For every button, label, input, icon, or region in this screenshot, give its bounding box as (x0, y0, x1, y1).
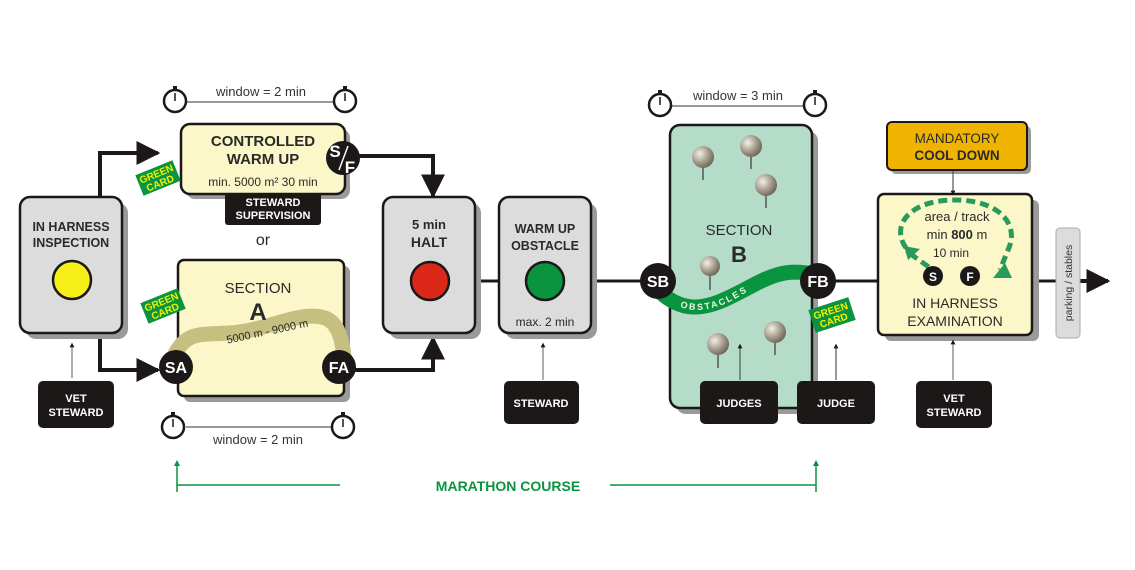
halt-duration: 5 min (412, 217, 446, 232)
svg-text:parking / stables: parking / stables (1063, 245, 1075, 321)
examination-title-line2: EXAMINATION (907, 313, 1002, 329)
marathon-course-bracket: MARATHON COURSE (174, 460, 819, 494)
section-b-window-timer: window = 3 min (647, 88, 828, 118)
svg-text:JUDGE: JUDGE (817, 398, 855, 410)
judges-badge: JUDGES (700, 343, 778, 424)
svg-text:VET: VET (943, 393, 965, 405)
inspection-box: IN HARNESS INSPECTION (18, 195, 128, 339)
cool-down-box: MANDATORY COOL DOWN (886, 121, 1031, 196)
section-a-track (164, 308, 353, 373)
halt-box: 5 min HALT (381, 195, 481, 339)
svg-text:window = 2 min: window = 2 min (212, 432, 303, 447)
warmup-obstacle-title-line1: WARM UP (515, 222, 575, 236)
inspection-vet-steward-badge: VET STEWARD (38, 342, 114, 428)
examination-area: area / track (924, 209, 990, 224)
section-a-finish-node: FA (322, 350, 356, 384)
start-finish-node: S F (326, 141, 360, 177)
section-a-box: SECTION A 5000 m - 9000 m (164, 258, 353, 402)
examination-finish-node: F (960, 266, 980, 286)
section-b-start-node: SB (640, 263, 676, 299)
svg-text:SA: SA (165, 360, 188, 377)
pin-icon (700, 256, 720, 290)
svg-text:STEWARD: STEWARD (49, 407, 104, 419)
controlled-warmup-box: CONTROLLED WARM UP min. 5000 m² 30 min (179, 122, 350, 199)
cool-down-line1: MANDATORY (915, 131, 1000, 146)
svg-text:STEWARD: STEWARD (927, 407, 982, 419)
svg-text:FA: FA (329, 360, 350, 377)
svg-text:window = 2 min: window = 2 min (215, 84, 306, 99)
stopwatch-icon (802, 90, 828, 118)
svg-text:JUDGES: JUDGES (716, 398, 761, 410)
warmup-obstacle-box: WARM UP OBSTACLE max. 2 min (497, 195, 597, 339)
stopwatch-icon (647, 90, 673, 118)
examination-distance: min 800 m (927, 227, 988, 242)
red-light-icon (409, 260, 451, 302)
section-a-title: SECTION (225, 280, 292, 297)
pin-icon (692, 146, 714, 180)
warmup-obstacle-detail: max. 2 min (516, 315, 575, 329)
stopwatch-icon (332, 86, 358, 114)
svg-text:VET: VET (65, 393, 87, 405)
marathon-course-label: MARATHON COURSE (436, 478, 580, 494)
green-light-icon (524, 260, 566, 302)
section-b-finish-node: FB (800, 263, 836, 299)
obstacle-steward-badge: STEWARD (504, 342, 579, 424)
stopwatch-icon (162, 86, 188, 114)
halt-title: HALT (411, 234, 448, 250)
svg-text:F: F (345, 158, 355, 177)
svg-text:S: S (929, 270, 937, 284)
svg-text:window = 3 min: window = 3 min (692, 88, 783, 103)
svg-text:SUPERVISION: SUPERVISION (236, 210, 311, 222)
svg-text:FB: FB (807, 274, 828, 291)
or-label: or (256, 232, 271, 249)
svg-text:STEWARD: STEWARD (246, 197, 301, 209)
yellow-light-icon (51, 259, 93, 301)
parking-stables-tab: parking / stables (1055, 227, 1081, 339)
section-a-green-card: GREEN CARD (140, 288, 186, 324)
warmup-window-timer: window = 2 min (162, 84, 358, 114)
pin-icon (740, 135, 762, 169)
examination-duration: 10 min (933, 246, 969, 260)
examination-title-line1: IN HARNESS (912, 295, 998, 311)
examination-vet-steward-badge: VET STEWARD (916, 339, 992, 428)
svg-text:STEWARD: STEWARD (514, 398, 569, 410)
inspection-title-line1: IN HARNESS (32, 220, 109, 234)
section-a-letter: A (249, 299, 266, 326)
warmup-title-line2: WARM UP (227, 151, 300, 168)
svg-text:SB: SB (647, 274, 669, 291)
section-b-obstacle-track (652, 264, 823, 315)
section-a-start-node: SA (159, 350, 193, 384)
examination-start-node: S (923, 266, 943, 286)
warmup-green-card: GREEN CARD (135, 160, 181, 196)
flow-connectors (98, 141, 1111, 382)
steward-supervision-badge: STEWARD SUPERVISION (225, 193, 321, 225)
warmup-detail: min. 5000 m² 30 min (208, 175, 317, 189)
svg-text:F: F (966, 270, 973, 284)
pin-icon (755, 174, 777, 208)
cool-down-loop-icon (898, 197, 1014, 271)
stopwatch-icon (160, 412, 186, 440)
section-b-box: SECTION B OBSTACLES (652, 123, 823, 414)
warmup-title-line1: CONTROLLED (211, 133, 315, 150)
warmup-obstacle-title-line2: OBSTACLE (511, 239, 579, 253)
section-a-window-timer: window = 2 min (160, 412, 356, 447)
section-b-title: SECTION (706, 222, 773, 239)
svg-text:S: S (329, 142, 340, 161)
examination-box: area / track min 800 m 10 min S F IN HAR… (876, 192, 1039, 341)
judge-badge: JUDGE (797, 343, 875, 424)
inspection-title-line2: INSPECTION (33, 236, 109, 250)
pin-icon (707, 333, 729, 368)
pin-icon (764, 321, 786, 355)
obstacle-pin-icons (692, 135, 786, 368)
section-b-letter: B (731, 242, 747, 267)
cool-down-line2: COOL DOWN (914, 148, 999, 163)
stopwatch-icon (330, 412, 356, 440)
